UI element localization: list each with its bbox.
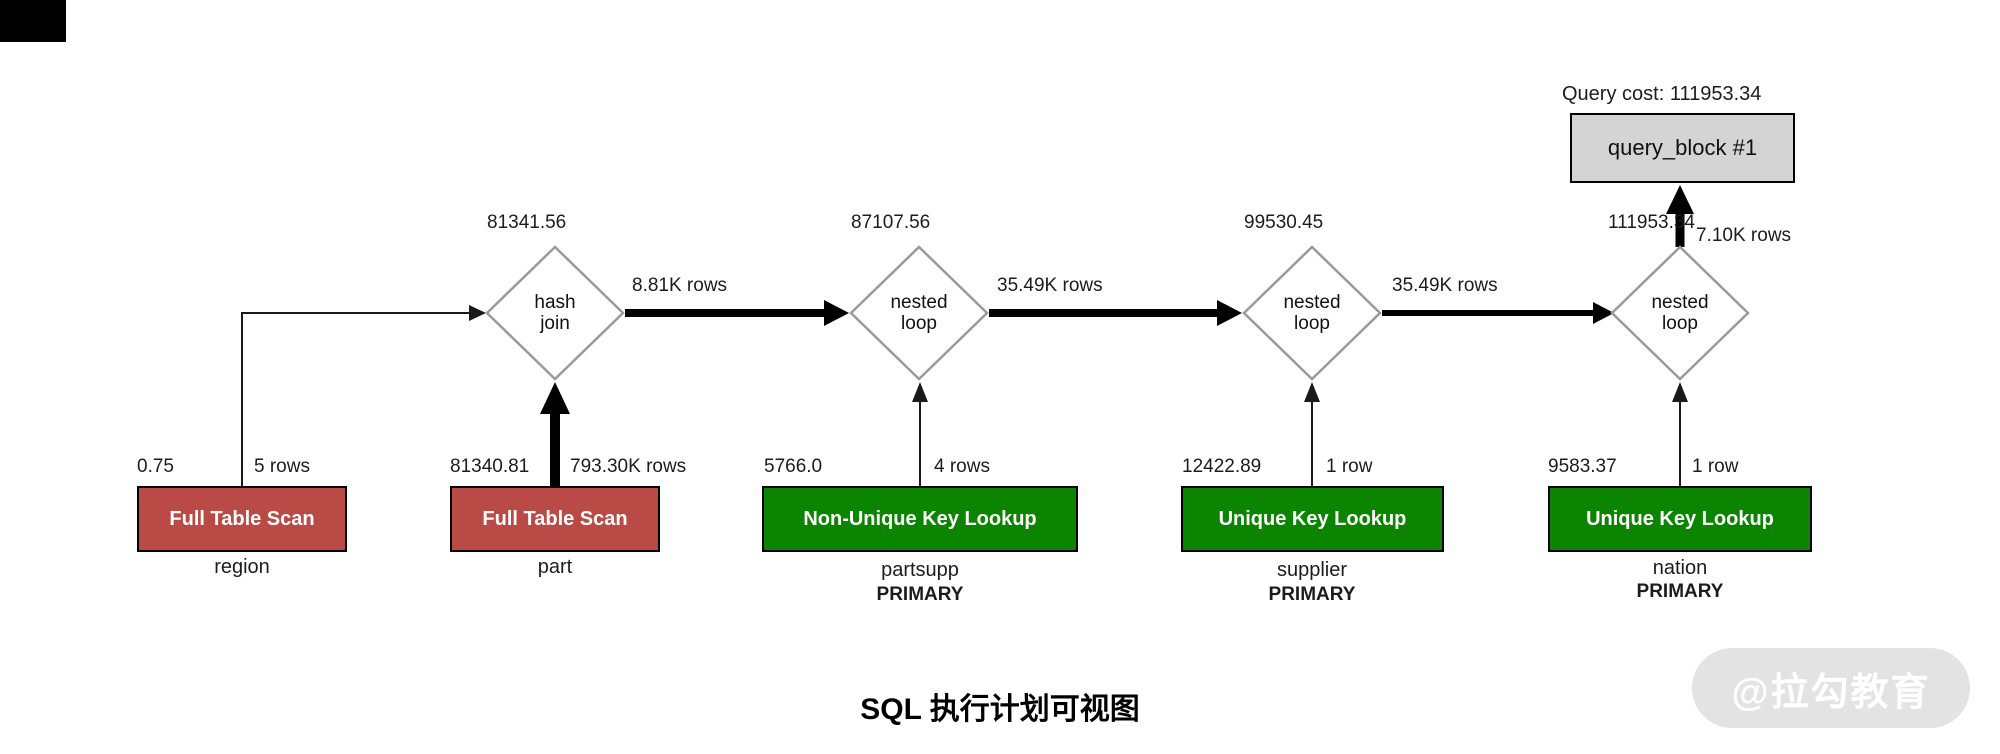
partsupp-cost: 5766.0 xyxy=(764,456,823,477)
nation-table-name: nation xyxy=(1652,557,1708,579)
nested-loop-1-label: nested loop xyxy=(890,292,948,334)
nested-loop-1-out-rows: 35.49K rows xyxy=(997,275,1103,296)
nested-loop-2-cost: 99530.45 xyxy=(1244,212,1324,233)
arrowhead-part-to-hash-join-icon xyxy=(540,382,570,414)
watermark-badge: @拉勾教育 xyxy=(1692,648,1970,728)
diagram-caption: SQL 执行计划可视图 xyxy=(860,693,1140,726)
part-table-name: part xyxy=(537,556,573,578)
nested-loop-2-out-rows: 35.49K rows xyxy=(1392,275,1498,296)
hash-join-cost: 81341.56 xyxy=(487,212,567,233)
partsupp-rows: 4 rows xyxy=(934,456,990,477)
arrowhead-nested-loop-2-to-nested-loop-3-icon xyxy=(1593,302,1614,324)
nation-cost: 9583.37 xyxy=(1548,456,1617,477)
hash-join-label: hash join xyxy=(534,292,576,334)
arrowhead-supplier-to-nested-loop-2-icon xyxy=(1304,382,1320,402)
region-cost: 0.75 xyxy=(137,456,174,477)
partsupp-table-name: partsupp xyxy=(881,559,959,581)
region-rows: 5 rows xyxy=(254,456,310,477)
arrowhead-nested-loop-1-to-nested-loop-2-icon xyxy=(1217,300,1242,326)
nested-loop-3-label: nested loop xyxy=(1651,292,1709,334)
arrowhead-region-to-hash-join-icon xyxy=(469,305,486,321)
node-full-table-scan-region[interactable]: Full Table Scan xyxy=(137,486,347,552)
nested-loop-2-label: nested loop xyxy=(1283,292,1341,334)
arrowhead-nation-to-nested-loop-3-icon xyxy=(1672,382,1688,402)
diamond-nested-loop-2[interactable] xyxy=(1242,245,1382,381)
diamond-hash-join[interactable] xyxy=(485,245,625,381)
hash-join-out-rows: 8.81K rows xyxy=(632,275,728,296)
supplier-cost: 12422.89 xyxy=(1182,456,1262,477)
node-unique-key-lookup-supplier[interactable]: Unique Key Lookup xyxy=(1181,486,1444,552)
arrowhead-hash-join-to-nested-loop-1-icon xyxy=(824,300,849,326)
top-left-black-block xyxy=(0,0,66,42)
nation-rows: 1 row xyxy=(1692,456,1739,477)
query-cost-label: Query cost: 111953.34 xyxy=(1562,83,1762,105)
node-non-unique-key-lookup-partsupp[interactable]: Non-Unique Key Lookup xyxy=(762,486,1078,552)
diamond-nested-loop-3[interactable] xyxy=(1610,245,1750,381)
nested-loop-1-cost: 87107.56 xyxy=(851,212,931,233)
supplier-table-name: supplier xyxy=(1276,559,1348,581)
supplier-rows: 1 row xyxy=(1326,456,1373,477)
query-block-label: query_block #1 xyxy=(1607,135,1758,160)
arrowhead-partsupp-to-nested-loop-1-icon xyxy=(912,382,928,402)
arrowhead-nested-loop-3-to-query-block-icon xyxy=(1666,185,1694,214)
region-table-name: region xyxy=(214,556,270,578)
node-unique-key-lookup-nation[interactable]: Unique Key Lookup xyxy=(1548,486,1812,552)
edge-region-to-hash-join xyxy=(241,312,471,486)
partsupp-index-name: PRIMARY xyxy=(876,584,964,605)
part-rows: 793.30K rows xyxy=(570,456,687,477)
nested-loop-3-out-rows: 7.10K rows xyxy=(1696,225,1792,246)
nested-loop-3-cost: 111953.34 xyxy=(1608,212,1695,233)
watermark-text: @拉勾教育 xyxy=(1731,671,1931,714)
node-full-table-scan-part[interactable]: Full Table Scan xyxy=(450,486,660,552)
part-cost: 81340.81 xyxy=(450,456,530,477)
diamond-nested-loop-1[interactable] xyxy=(849,245,989,381)
query-block-node[interactable]: query_block #1 xyxy=(1570,113,1795,183)
nation-index-name: PRIMARY xyxy=(1636,581,1724,602)
supplier-index-name: PRIMARY xyxy=(1268,584,1356,605)
